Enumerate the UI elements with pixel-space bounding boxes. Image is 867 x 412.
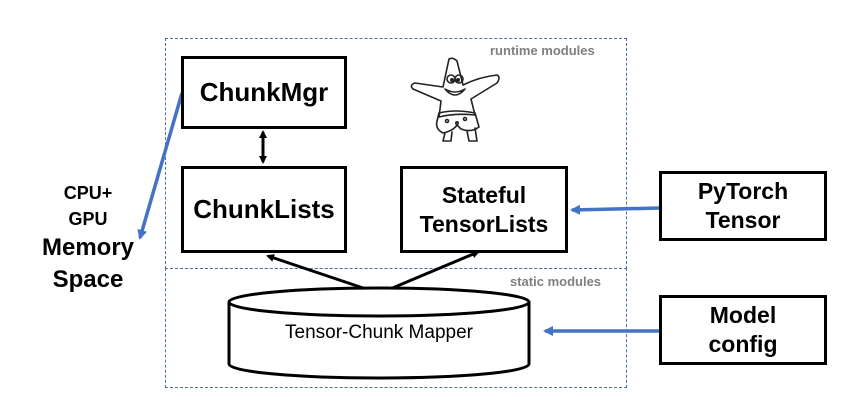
starfish-character-icon xyxy=(410,57,500,142)
model-config-box: Model config xyxy=(659,295,827,365)
stateful-label-line1: Stateful xyxy=(441,181,527,208)
pytorch-tensor-box: PyTorch Tensor xyxy=(659,171,827,241)
pytorch-stateful-arrow xyxy=(570,204,661,215)
tensor-chunk-mapper-cylinder xyxy=(227,286,531,380)
chunk-mgr-box: ChunkMgr xyxy=(181,56,347,129)
mgr-memory-arrow xyxy=(137,92,184,240)
stateful-label-line2: TensorLists xyxy=(419,210,549,237)
model-label-line2: config xyxy=(708,331,778,357)
pytorch-label-line1: PyTorch xyxy=(697,178,789,205)
memory-line-cpu: CPU+ xyxy=(63,183,113,203)
tensor-chunk-mapper-label: Tensor-Chunk Mapper xyxy=(285,322,473,343)
memory-space-label: CPU+ GPU Memory Space xyxy=(18,180,158,296)
runtime-modules-label: runtime modules xyxy=(490,43,595,58)
static-modules-label: static modules xyxy=(510,274,602,289)
stateful-tensorlists-box: Stateful TensorLists xyxy=(400,166,568,253)
lists-mapper-arrow xyxy=(266,254,377,294)
memory-line-space: Space xyxy=(52,266,124,293)
memory-line-memory: Memory xyxy=(41,234,135,261)
chunk-lists-box: ChunkLists xyxy=(181,166,347,253)
chunk-lists-label: ChunkLists xyxy=(193,194,335,225)
model-label-line1: Model xyxy=(709,302,777,329)
pytorch-label-line2: Tensor xyxy=(705,207,781,233)
chunk-mgr-label: ChunkMgr xyxy=(199,77,329,108)
stateful-mapper-arrow xyxy=(381,250,480,294)
memory-line-gpu: GPU xyxy=(68,209,108,229)
